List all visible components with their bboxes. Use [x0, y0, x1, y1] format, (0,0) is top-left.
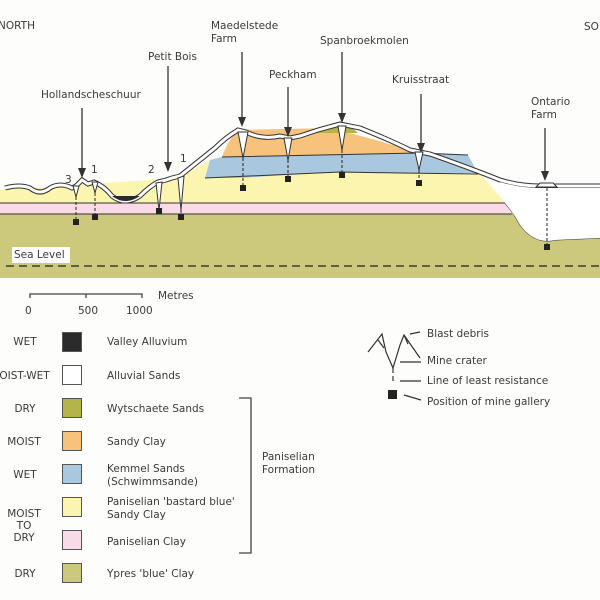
sea-level-label: Sea Level	[14, 249, 65, 261]
site-label-petit-bois: Petit Bois	[148, 51, 197, 63]
key-line-least-resistance: Line of least resistance	[427, 375, 549, 387]
legend-label: Sandy Clay	[107, 509, 166, 521]
legend-state: MOIST-WET	[0, 370, 50, 382]
gallery-marker	[156, 208, 162, 214]
crater-peckham	[283, 137, 293, 161]
legend-swatch-ypres-clay	[62, 563, 82, 583]
ontario-mound	[534, 182, 559, 188]
crater-maedelstede	[237, 131, 249, 159]
site-label-peckham: Peckham	[269, 69, 317, 81]
scale-tick-1000: 1000	[126, 305, 153, 317]
key-mine-crater: Mine crater	[427, 355, 487, 367]
crater-hollandscheschuur-3	[72, 185, 80, 199]
site-label-maedelstede-farm: Farm	[211, 33, 237, 45]
mine-number: 3	[65, 174, 72, 186]
valley-alluvium	[112, 196, 140, 201]
scale-unit: Metres	[158, 290, 194, 302]
formation-label: Paniselian	[262, 451, 315, 463]
legend-swatch-valley-alluvium	[62, 332, 82, 352]
north-label: NORTH	[0, 20, 35, 32]
legend-state: DRY	[14, 403, 36, 415]
legend-state: TO	[16, 520, 32, 532]
legend-swatch-wytschaete-sands	[62, 398, 82, 418]
formation-label: Formation	[262, 464, 315, 476]
key-crater-symbol	[367, 331, 422, 401]
legend-swatch-sandy-clay	[62, 431, 82, 451]
scale-bar	[29, 293, 143, 298]
legend-label: Kemmel Sands	[107, 463, 185, 475]
legend-label: Paniselian 'bastard blue'	[107, 496, 235, 508]
ontario-lowland	[500, 182, 600, 241]
legend-label: Valley Alluvium	[107, 336, 188, 348]
site-label-spanbroekmolen: Spanbroekmolen	[320, 35, 409, 47]
key-gallery-marker	[388, 390, 397, 399]
key-blast-debris: Blast debris	[427, 328, 489, 340]
legend-state: MOIST	[7, 436, 41, 448]
scale-tick-0: 0	[25, 305, 32, 317]
legend-swatch-kemmel-sands	[62, 464, 82, 484]
cross-section-diagram	[0, 52, 600, 298]
site-label-maedelstede: Maedelstede	[211, 20, 279, 32]
gallery-marker	[544, 244, 550, 250]
legend-label: Paniselian Clay	[107, 536, 186, 548]
crater-petit-bois-1	[177, 175, 185, 211]
gallery-marker	[339, 172, 345, 178]
legend-label: (Schwimmsande)	[107, 476, 198, 488]
gallery-marker	[416, 180, 422, 186]
south-label: SO	[584, 21, 599, 33]
gallery-marker	[92, 214, 98, 220]
gallery-marker	[73, 219, 79, 225]
legend-label: Wytschaete Sands	[107, 403, 205, 415]
site-label-kruisstraat: Kruisstraat	[392, 74, 450, 86]
layer-paniselian-clay	[0, 203, 512, 214]
layer-ypres-clay	[0, 214, 600, 278]
site-label-hollandscheschuur: Hollandscheschuur	[41, 89, 141, 101]
site-label-ontario: Ontario	[531, 96, 571, 108]
legend-label: Sandy Clay	[107, 436, 166, 448]
legend-label: Alluvial Sands	[107, 370, 181, 382]
crater-hollandscheschuur-1	[91, 181, 99, 195]
crater-spanbroekmolen	[337, 125, 347, 151]
legend-state: WET	[13, 469, 37, 481]
key-mine-gallery: Position of mine gallery	[427, 396, 551, 408]
gallery-marker	[240, 185, 246, 191]
gallery-marker	[178, 214, 184, 220]
legend-swatch-paniselian-clay	[62, 530, 82, 550]
legend-state: DRY	[13, 532, 35, 544]
legend-label: Ypres 'blue' Clay	[107, 568, 195, 580]
mine-number: 2	[148, 164, 155, 176]
legend-state: DRY	[14, 568, 36, 580]
formation-bracket	[239, 397, 252, 554]
site-label-ontario-farm: Farm	[531, 109, 557, 121]
gallery-marker	[285, 176, 291, 182]
scale-tick-500: 500	[78, 305, 99, 317]
crater-kruisstraat	[414, 151, 424, 171]
mine-number: 1	[91, 164, 98, 176]
mine-number: 1	[180, 153, 187, 165]
legend-swatch-bastard-blue	[62, 497, 82, 517]
legend-state: MOIST	[7, 508, 41, 520]
crater-petit-bois-2	[155, 181, 163, 211]
legend-swatch-alluvial-sands	[62, 365, 82, 385]
legend-state: WET	[13, 336, 37, 348]
